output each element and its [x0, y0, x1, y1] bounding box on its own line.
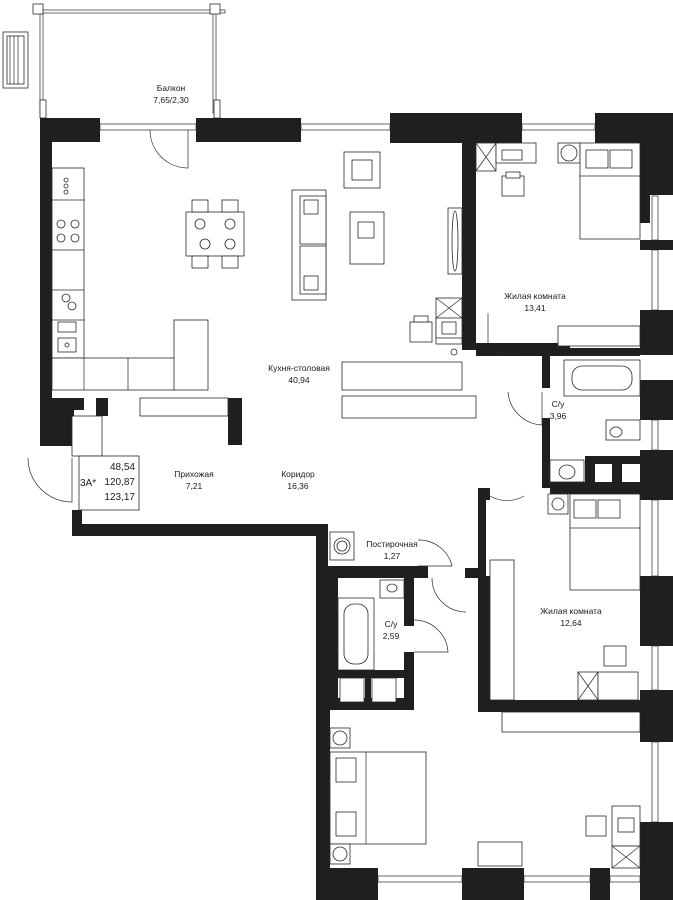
hall-furniture: [71, 415, 140, 511]
total-area: 120,87: [104, 477, 135, 488]
kitchen-desk: [409, 297, 463, 356]
summary-box: 3А* 48,54 120,87 123,17: [80, 462, 135, 503]
living-area: 48,54: [110, 462, 135, 473]
hall-name: Прихожая: [174, 469, 214, 479]
tv-stand: [447, 207, 463, 275]
bedroom3-furniture: [329, 727, 641, 869]
bath1-area: 3,96: [550, 411, 567, 421]
doors: [27, 129, 543, 653]
bedroom2-name: Жилая комната: [540, 606, 602, 616]
kitchen-wardrobe: [139, 361, 477, 419]
laundry-name: Постирочная: [366, 539, 418, 549]
dining-table: [185, 199, 245, 269]
kitchen-furniture: [51, 167, 209, 391]
room-labels: Балкон 7,65/2,30 Кухня-столовая 40,94 Жи…: [153, 83, 602, 641]
total-area-with-balcony: 123,17: [104, 492, 135, 503]
armchair: [343, 151, 381, 189]
balcony: [2, 3, 226, 119]
hall-area: 7,21: [186, 481, 203, 491]
bath2-area: 2,59: [383, 631, 400, 641]
sofa: [291, 189, 385, 301]
bedroom1-furniture: [475, 142, 641, 347]
bath1-name: С/у: [552, 399, 566, 409]
windows: [99, 123, 659, 883]
balcony-bench: [2, 31, 29, 89]
bath1-fixtures: [549, 359, 641, 483]
corridor-area: 16,36: [287, 481, 309, 491]
walls: [40, 113, 673, 900]
bedroom2-furniture: [489, 493, 641, 733]
balcony-area: 7,65/2,30: [153, 95, 189, 105]
laundry-fixtures: [329, 531, 355, 561]
kitchen-area: 40,94: [288, 375, 310, 385]
balcony-name: Балкон: [157, 83, 186, 93]
laundry-area: 1,27: [384, 551, 401, 561]
kitchen-name: Кухня-столовая: [268, 363, 330, 373]
corridor-name: Коридор: [281, 469, 315, 479]
apartment-type: 3А*: [80, 478, 96, 489]
bath2-name: С/у: [385, 619, 399, 629]
bedroom2-area: 12,64: [560, 618, 582, 628]
bedroom1-name: Жилая комната: [504, 291, 566, 301]
bath2-fixtures: [337, 579, 405, 703]
bedroom1-area: 13,41: [524, 303, 546, 313]
